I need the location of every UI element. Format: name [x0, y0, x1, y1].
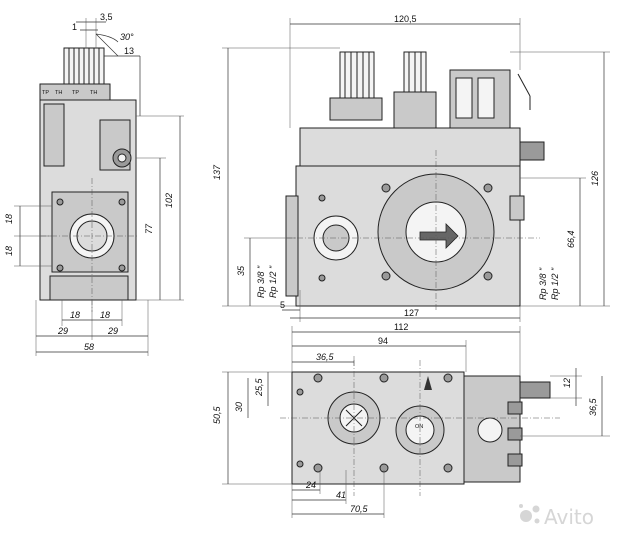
- plan-fitting: [519, 381, 551, 399]
- dim-50-5: 50,5: [212, 405, 222, 424]
- thread-right-a: Rp 3/8 ": [538, 267, 548, 300]
- dim-35: 35: [236, 265, 246, 276]
- dim-13: 13: [124, 46, 134, 56]
- dim-120-5: 120,5: [394, 14, 417, 24]
- dim-angle-30: 30°: [120, 32, 134, 42]
- terminal-label-3: TP: [72, 90, 79, 96]
- dim-25-5: 25,5: [254, 377, 264, 397]
- avito-watermark: Avito: [519, 504, 594, 529]
- flow-arrow-icon: [419, 223, 459, 249]
- dim-3-5: 3,5: [100, 12, 113, 22]
- dim-29-left: 29: [57, 326, 68, 336]
- thread-right-b: Rp 1/2 ": [550, 267, 560, 300]
- dim-24: 24: [305, 480, 316, 490]
- front-view: 120,5 137 35 Rp 3/8 " Rp 1/2 " 126 66,4 …: [212, 14, 610, 322]
- dim-18-vertical-2: 18: [4, 246, 14, 256]
- dim-137: 137: [212, 164, 222, 180]
- dim-5: 5: [280, 300, 285, 310]
- dim-12: 12: [562, 378, 572, 388]
- dim-18-horizontal-2: 18: [100, 310, 110, 320]
- thread-left-b: Rp 1/2 ": [268, 265, 278, 298]
- side-view: TP TH TP TH 3,5 1 30° 13: [4, 12, 184, 356]
- dim-94: 94: [378, 336, 388, 346]
- dim-112: 112: [394, 322, 408, 332]
- dim-58: 58: [84, 342, 94, 352]
- dim-126: 126: [590, 171, 600, 186]
- dim-36-5-right: 36,5: [588, 397, 598, 416]
- pointer-arrow-icon: [424, 376, 432, 390]
- dim-127: 127: [404, 308, 419, 318]
- plan-screws: [296, 373, 453, 473]
- plan-view: ON 112 94 36,5 50,5: [212, 322, 610, 518]
- dim-36-5-top: 36,5: [316, 352, 335, 362]
- dim-29-right: 29: [107, 326, 118, 336]
- dim-102: 102: [164, 193, 174, 208]
- dim-41: 41: [336, 490, 346, 500]
- front-fitting: [519, 141, 545, 161]
- front-screws: [318, 183, 493, 282]
- terminal-label-2: TH: [55, 90, 62, 96]
- side-rib: [43, 103, 65, 167]
- terminal-label-4: TH: [90, 90, 97, 96]
- watermark-logo-icon: [520, 510, 532, 522]
- dim-1: 1: [72, 22, 77, 32]
- dim-30: 30: [234, 402, 244, 412]
- dim-77: 77: [144, 223, 154, 234]
- knob-on-label: ON: [415, 424, 423, 430]
- dim-70-5: 70,5: [350, 504, 369, 514]
- dim-18-horizontal-1: 18: [70, 310, 80, 320]
- dim-18-vertical-1: 18: [4, 214, 14, 224]
- terminal-label-1: TP: [42, 90, 49, 96]
- thread-left-a: Rp 3/8 ": [256, 265, 266, 298]
- watermark-text: Avito: [544, 505, 594, 529]
- dim-66-4: 66,4: [566, 230, 576, 248]
- front-upper-body: [299, 127, 521, 167]
